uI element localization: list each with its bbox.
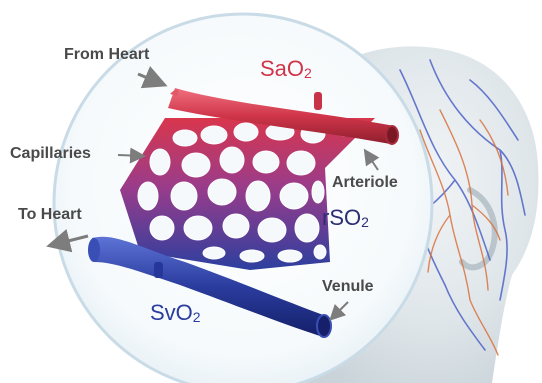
venule-label: Venule — [322, 278, 374, 296]
rso2-label: rSO2 — [322, 205, 369, 231]
svo2-label: SvO2 — [150, 300, 201, 326]
capillaries-label: Capillaries — [10, 145, 91, 163]
to-heart-label: To Heart — [18, 206, 82, 224]
from-heart-label: From Heart — [64, 46, 149, 64]
sao2-label: SaO2 — [260, 56, 312, 82]
capillaries-arrow — [118, 155, 142, 156]
arteriole-label: Arteriole — [332, 174, 398, 192]
